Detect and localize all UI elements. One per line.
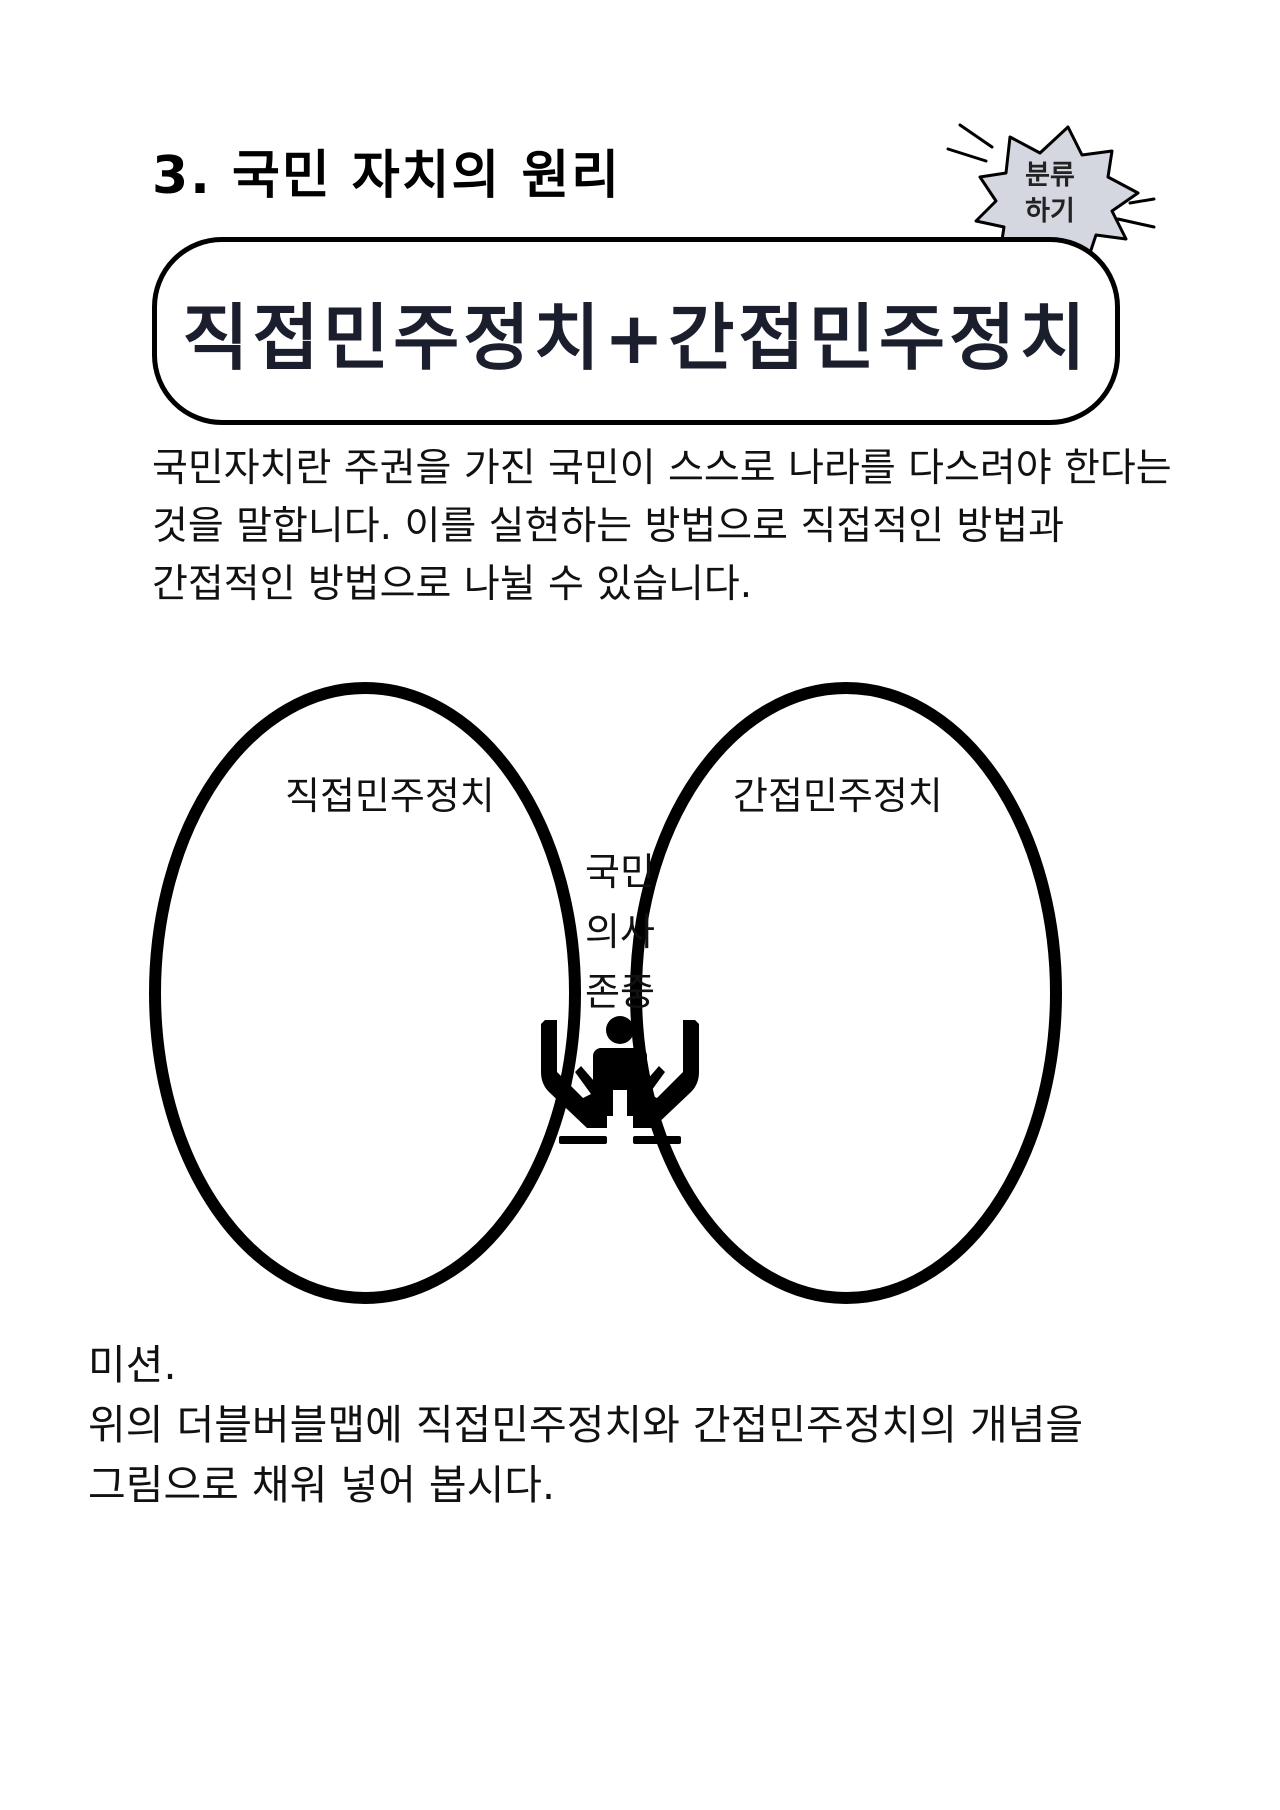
banner-title: 직접민주정치+간접민주정치 [182,295,1090,380]
mission-line: 그림으로 채워 넣어 봅시다. [88,1461,556,1509]
section-title: 3. 국민 자치의 원리 [152,146,622,206]
badge-label-text: 분류 하기 [1025,160,1075,227]
intersection-line: 의사 [585,910,655,954]
right-circle-label: 간접민주정치 [733,774,943,818]
mission-line: 위의 더블버블맵에 직접민주정치와 간접민주정치의 개념을 [88,1401,1084,1449]
topic-banner: 직접민주정치+간접민주정치 [152,237,1120,425]
intersection-label: 국민 의사 존중 [560,842,680,1022]
burst-line [1116,217,1156,229]
badge-label: 분류 하기 [1000,158,1100,230]
intro-line: 것을 말합니다. 이를 실현하는 방법으로 직접적인 방법과 [152,504,1065,549]
intro-paragraph: 국민자치란 주권을 가진 국민이 스스로 나라를 다스려야 한다는 것을 말합니… [152,440,1212,614]
burst-line [946,147,988,163]
mission-line: 미션. [88,1341,177,1389]
hands-holding-person-icon [541,1016,699,1144]
left-circle-label: 직접민주정치 [285,774,495,818]
left-circle [149,682,581,1304]
burst-line [958,123,994,149]
mission-paragraph: 미션. 위의 더블버블맵에 직접민주정치와 간접민주정치의 개념을 그림으로 채… [88,1335,1238,1515]
right-circle [630,682,1062,1304]
venn-diagram [149,682,1062,1304]
intro-line: 국민자치란 주권을 가진 국민이 스스로 나라를 다스려야 한다는 [152,446,1172,491]
intro-line: 간접적인 방법으로 나뉠 수 있습니다. [152,562,753,607]
intersection-line: 존중 [585,970,655,1014]
burst-line [1128,197,1156,205]
intersection-line: 국민 [585,850,655,894]
